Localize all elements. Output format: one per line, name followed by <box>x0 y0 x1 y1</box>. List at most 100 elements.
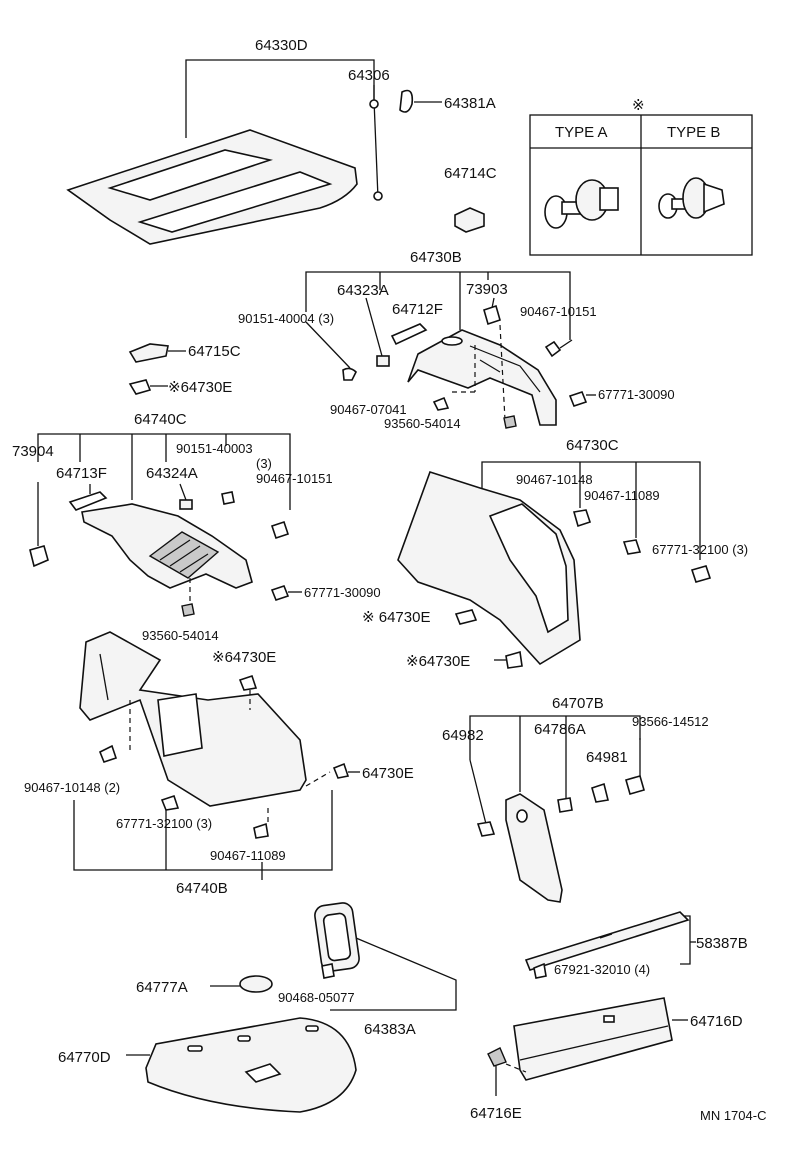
clip-64730E-b <box>454 609 478 625</box>
scuff-plate-58387B <box>524 911 690 971</box>
label-64786A: 64786A <box>534 721 586 738</box>
cover-group-64707B: 64707B 64982 64786A 93566-14512 64981 <box>442 695 709 903</box>
label-90467-11089-a: 90467-11089 <box>584 488 660 503</box>
label-67771-32100-a: 67771-32100 (3) <box>652 542 748 557</box>
label-58387B: 58387B <box>696 935 748 952</box>
label-73904: 73904 <box>12 443 54 460</box>
clip-67771-30090-b <box>270 585 290 601</box>
label-64713F: 64713F <box>56 465 107 482</box>
label-64715C: 64715C <box>188 343 241 360</box>
wheel-house-cutout <box>488 503 569 634</box>
bracket-64715C <box>128 343 169 363</box>
clip-type-a <box>544 179 619 229</box>
cover-64712F <box>390 323 428 346</box>
label-64740C: 64740C <box>134 411 187 428</box>
clip-64730E-e <box>332 762 350 779</box>
hook-64381A <box>399 89 414 113</box>
label-64324A: 64324A <box>146 465 198 482</box>
label-90151-40003: 90151-40003 <box>176 441 253 456</box>
clip-90467-10148-a <box>572 509 592 528</box>
label-90151-40003-qty: (3) <box>256 456 272 471</box>
rod-end-bottom <box>373 191 383 201</box>
clip-64786A <box>557 797 573 813</box>
plug-group: 64777A <box>136 975 273 996</box>
label-64306: 64306 <box>348 67 390 84</box>
scuff-plate-group: 58387B 67921-32010 (4) <box>524 911 748 979</box>
upper-right-trim-group: 64730B 64323A 73903 64712F 90151-40004 (… <box>238 249 675 431</box>
side-cover-64707B <box>505 793 563 903</box>
label-64381A: 64381A <box>444 95 496 112</box>
clip-90468-05077 <box>321 963 335 979</box>
lower-right-trim-group: 64730C 90467-10148 90467-11089 67771-321… <box>362 437 748 670</box>
label-90467-10148-b: 90467-10148 (2) <box>24 780 120 795</box>
label-90467-07041: 90467-07041 <box>330 402 407 417</box>
label-90468-05077: 90468-05077 <box>278 990 355 1005</box>
label-64730E-d: ※64730E <box>212 649 276 666</box>
clip-64730E-a <box>128 379 152 395</box>
plug-64777A <box>239 975 273 993</box>
clip-64716E <box>487 1047 507 1067</box>
retainer-64323A <box>376 355 390 367</box>
label-64730C: 64730C <box>566 437 619 454</box>
clip-90467-11089-a <box>622 539 642 555</box>
clip-90467-10151-b <box>270 520 290 540</box>
label-64770D: 64770D <box>58 1049 111 1066</box>
clip-67771-32100-b <box>160 794 180 811</box>
clip-90467-07041 <box>432 396 450 411</box>
label-64730E-a: ※64730E <box>168 379 232 396</box>
floor-board-64770D <box>145 1017 357 1113</box>
trim-panel-64730B <box>407 329 557 426</box>
label-90151-40004: 90151-40004 (3) <box>238 311 334 326</box>
label-93560-54014-a: 93560-54014 <box>384 416 461 431</box>
label-64383A: 64383A <box>364 1021 416 1038</box>
label-64716E: 64716E <box>470 1105 522 1122</box>
speaker-grille <box>148 531 220 579</box>
label-73903: 73903 <box>466 281 508 298</box>
retainer-64324A <box>179 499 193 510</box>
clip-67771-30090-a <box>568 391 588 407</box>
label-90467-10151-a: 90467-10151 <box>520 304 597 319</box>
bracket-64714C <box>454 207 485 233</box>
label-64714C: 64714C <box>444 165 497 182</box>
back-cover-group: 64716D 64716E <box>470 997 743 1122</box>
clip-67771-32100-a <box>690 565 712 583</box>
label-64716D: 64716D <box>690 1013 743 1030</box>
label-67771-30090-b: 67771-30090 <box>304 585 381 600</box>
clip-64981 <box>591 782 609 803</box>
clip-90151-40003 <box>221 491 235 505</box>
label-64740B: 64740B <box>176 880 228 897</box>
legend-symbol: ※ <box>632 97 645 114</box>
storage-lid-group: 90468-05077 64383A <box>278 902 457 1038</box>
label-67921-32010: 67921-32010 (4) <box>554 962 650 977</box>
screw-93560-54014-b <box>181 603 195 617</box>
tray-rib-left <box>107 149 273 201</box>
label-64777A: 64777A <box>136 979 188 996</box>
rod-end-top <box>369 99 379 109</box>
legend-type-b: TYPE B <box>667 124 720 141</box>
clip-90151-40004 <box>342 367 357 381</box>
left-small-parts: 64715C ※64730E <box>128 343 241 396</box>
package-tray-group: 64330D 64306 64381A 64714C <box>66 37 497 245</box>
label-64330D: 64330D <box>255 37 308 54</box>
leader-64730B-bracket <box>305 271 571 340</box>
label-64712F: 64712F <box>392 301 443 318</box>
upper-left-trim-group: 64740C 73904 64713F 64324A 90151-40003 (… <box>12 411 381 643</box>
back-cover-64716D <box>513 997 673 1081</box>
label-64323A: 64323A <box>337 282 389 299</box>
figure-code: MN 1704-C <box>700 1108 766 1123</box>
clip-64982 <box>476 821 496 837</box>
label-64981: 64981 <box>586 749 628 766</box>
clip-67921-32010 <box>533 962 547 979</box>
package-tray <box>66 129 358 245</box>
label-93560-54014-b: 93560-54014 <box>142 628 219 643</box>
label-90467-10148-a: 90467-10148 <box>516 472 593 487</box>
screw-93566-14512 <box>625 775 645 795</box>
clip-64730E-d <box>238 674 258 691</box>
tray-rib-right <box>137 171 333 233</box>
legend-type-a: TYPE A <box>555 124 608 141</box>
label-90467-11089-b: 90467-11089 <box>210 848 286 863</box>
screw-93560-54014-a <box>503 415 517 429</box>
clip-90467-11089-b <box>253 822 269 839</box>
clip-64730E-c <box>505 650 523 669</box>
